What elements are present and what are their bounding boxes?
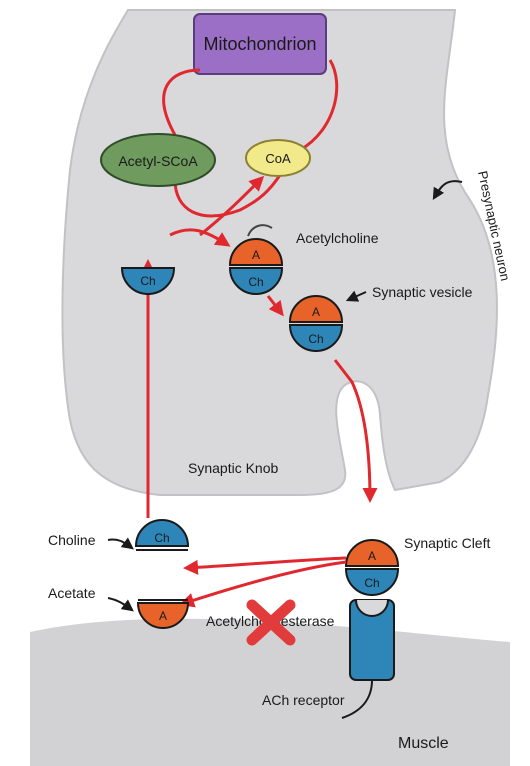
svg-text:A: A xyxy=(368,549,376,563)
svg-text:A: A xyxy=(312,305,320,319)
choline-molecule-cleft: Ch xyxy=(136,520,188,550)
acetylcholine-molecule-cleft: A Ch xyxy=(346,540,398,595)
acetate-pointer xyxy=(108,598,132,610)
svg-text:Ch: Ch xyxy=(364,576,379,590)
svg-text:A: A xyxy=(252,248,260,262)
choline-molecule-label: Ch xyxy=(140,274,155,288)
synaptic-vesicle-label: Synaptic vesicle xyxy=(372,284,473,300)
synaptic-knob-label: Synaptic Knob xyxy=(188,460,278,476)
mitochondrion-label: Mitochondrion xyxy=(203,34,316,54)
choline-label: Choline xyxy=(48,532,96,548)
acetate-label: Acetate xyxy=(48,585,96,601)
coa-label: CoA xyxy=(265,151,291,166)
svg-text:Ch: Ch xyxy=(154,531,169,545)
acetylcholine-label: Acetylcholine xyxy=(296,230,379,246)
muscle-label: Muscle xyxy=(398,735,449,752)
acetyl-scoa-label: Acetyl-SCoA xyxy=(118,153,198,169)
svg-text:A: A xyxy=(159,609,167,623)
ach-receptor-label: ACh receptor xyxy=(262,692,345,708)
choline-pointer xyxy=(108,539,132,548)
hydrolysis-arrow-acetate xyxy=(182,562,346,604)
synaptic-cleft-label: Synaptic Cleft xyxy=(404,535,490,551)
svg-text:Ch: Ch xyxy=(248,275,263,289)
svg-text:Ch: Ch xyxy=(308,332,323,346)
